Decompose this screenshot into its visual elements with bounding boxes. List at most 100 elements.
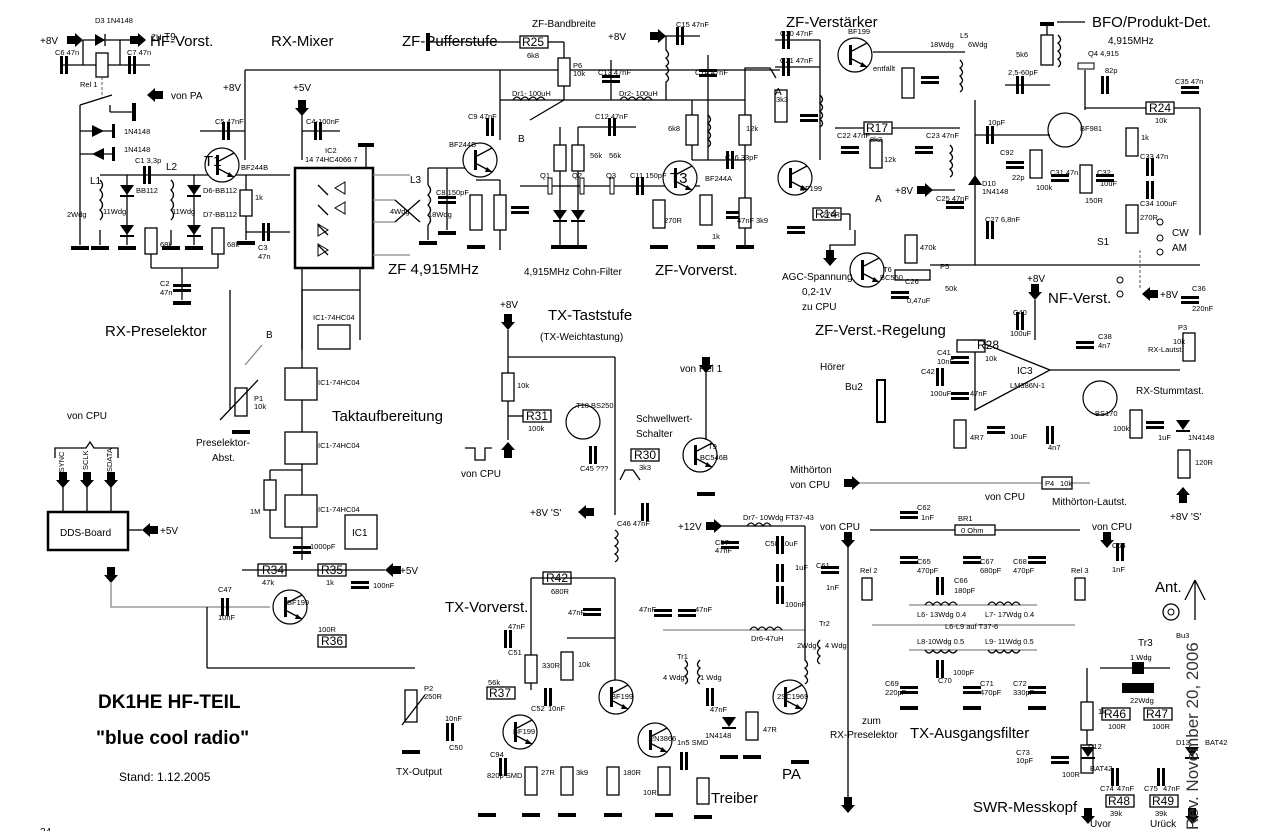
- comp-c3: C3: [258, 243, 268, 252]
- label-zf-vorverst: ZF-Vorverst.: [655, 262, 738, 279]
- comp-c53v: 47nF: [568, 608, 586, 617]
- comp-r20v: 100k: [1036, 183, 1053, 192]
- comp-r17v: 8k2: [870, 135, 882, 144]
- label-bfo: BFO/Produkt-Det.: [1092, 14, 1211, 31]
- comp-p3v: 10k: [1173, 337, 1185, 346]
- comp-c5: C5 47nF: [215, 117, 244, 126]
- comp-c47: C47: [218, 585, 232, 594]
- comp-d2: 1N4148: [124, 127, 150, 136]
- comp-c45: C45 ???: [580, 464, 608, 473]
- comp-c66v: 180pF: [954, 586, 976, 595]
- hf-vorst-section: [60, 33, 780, 305]
- comp-d6: D6-BB112: [203, 186, 237, 195]
- label-zum-2: RX-Preselektor: [830, 730, 898, 741]
- comp-t7-type: BF981: [1080, 124, 1102, 133]
- comp-t5-type: BF199: [848, 27, 870, 36]
- comp-c54v: 47nF: [639, 605, 657, 614]
- comp-l6: L6- 13Wdg 0.4: [917, 610, 966, 619]
- comp-r8v: 270R: [664, 216, 683, 225]
- comp-c68v: 470pF: [1013, 566, 1035, 575]
- comp-r3v: 1k: [255, 193, 263, 202]
- comp-c92v: 22p: [1012, 173, 1025, 182]
- comp-d13: D13: [1176, 738, 1190, 747]
- signal-b-pre: B: [266, 330, 273, 341]
- swr-section: [1051, 579, 1206, 824]
- comp-c49v: 100nF: [373, 581, 395, 590]
- comp-r46v: 100R: [1108, 722, 1127, 731]
- label-tx-ausgangsfilter: TX-Ausgangsfilter: [910, 725, 1029, 742]
- comp-c72v: 330pF: [1013, 688, 1035, 697]
- comp-l9: L9- 11Wdg 0.5: [985, 637, 1034, 646]
- label-tx-taststufe: TX-Taststufe: [548, 307, 632, 324]
- comp-c92: C92: [1000, 148, 1014, 157]
- comp-r25v: 6k8: [527, 51, 539, 60]
- taktaufbereitung-section: [219, 290, 378, 560]
- comp-p4: P4: [1045, 479, 1054, 488]
- comp-t2-type: BF244B: [449, 140, 476, 149]
- comp-c47v: 10nF: [218, 613, 236, 622]
- label-schwellwert-1: Schwellwert-: [636, 414, 693, 425]
- comp-dr2: Dr2- 100uH: [619, 89, 658, 98]
- comp-c67v: 680pF: [980, 566, 1002, 575]
- signal-s1: S1: [1097, 237, 1110, 248]
- label-agc-3: zu CPU: [802, 302, 836, 313]
- comp-r44v: 10R: [643, 788, 657, 797]
- zf-vorverst-section: [650, 27, 777, 249]
- label-zf-pufferstufe: ZF-Pufferstufe: [402, 33, 498, 50]
- label-mithoerton-2: von CPU: [790, 480, 830, 491]
- label-zf-bandbreite: ZF-Bandbreite: [532, 19, 596, 30]
- comp-tr3a: 1 Wdg: [1130, 653, 1152, 662]
- comp-p6v: 10k: [573, 69, 585, 78]
- comp-c70: C70: [938, 676, 952, 685]
- comp-c58: C58 10uF: [765, 539, 798, 548]
- comp-t6-type: BC550: [880, 273, 903, 282]
- comp-rel3: Rel 3: [1071, 566, 1089, 575]
- rx-mixer-section: [293, 100, 470, 350]
- comp-r36: R36: [321, 634, 343, 648]
- comp-ic1: IC1: [352, 528, 368, 539]
- signal-fsync: FSYNC: [57, 451, 66, 477]
- comp-tr1b: 1 Wdg: [700, 673, 722, 682]
- comp-c7: C7 47n: [127, 48, 151, 57]
- comp-c26v: 0,47uF: [907, 296, 931, 305]
- comp-r39v: 27R: [541, 768, 555, 777]
- signal-urueck: Urück: [1150, 819, 1177, 830]
- comp-c48v: 1000pF: [310, 542, 336, 551]
- comp-c13: C13 47nF: [598, 68, 631, 77]
- comp-ic1-inv3: IC1-74HC04: [318, 378, 360, 387]
- comp-d10: D10: [982, 179, 996, 188]
- comp-c31: C31 47n: [1050, 168, 1078, 177]
- comp-r48: R48: [1108, 794, 1130, 808]
- comp-c1: C1 3,3p: [135, 156, 161, 165]
- comp-p6: P6: [573, 61, 582, 70]
- signal-8v-s-nf: +8V 'S': [1170, 512, 1201, 523]
- comp-r34: R34: [262, 563, 284, 577]
- comp-r21v: 150R: [1085, 196, 1104, 205]
- comp-c15: C15 47nF: [676, 20, 709, 29]
- comp-c46: C46 47nF: [617, 519, 650, 528]
- comp-r1v: 68k: [160, 240, 172, 249]
- comp-c38: C38: [1098, 332, 1112, 341]
- comp-l1: L1: [90, 176, 102, 187]
- comp-c94v: 820p SMD: [487, 771, 523, 780]
- comp-t1-type: BF244B: [241, 163, 268, 172]
- comp-c70v: 100pF: [953, 668, 975, 677]
- comp-c56v: 47nF: [710, 705, 728, 714]
- label-hf-vorst: HF-Vorst.: [150, 33, 213, 50]
- comp-c40: C40: [1013, 308, 1027, 317]
- comp-c44v: 10uF: [1010, 432, 1028, 441]
- signal-8v-zfreg: +8V: [895, 186, 913, 197]
- comp-c22: C22 47nF: [837, 131, 870, 140]
- comp-c50: C50: [449, 743, 463, 752]
- comp-c69: C69: [885, 679, 899, 688]
- comp-tr1: Tr1: [677, 652, 688, 661]
- comp-p4v: 10k: [1060, 479, 1072, 488]
- comp-c74: C74: [1100, 784, 1114, 793]
- comp-c6: C6 47n: [55, 48, 79, 57]
- signal-zu-t9: zu T9: [151, 32, 176, 43]
- signal-b-top: B: [518, 134, 525, 145]
- comp-c41: C41: [937, 348, 951, 357]
- comp-ic2: IC2: [325, 146, 337, 155]
- label-preselektor-abst-1: Preselektor-: [196, 438, 250, 449]
- comp-c57: C57: [715, 538, 729, 547]
